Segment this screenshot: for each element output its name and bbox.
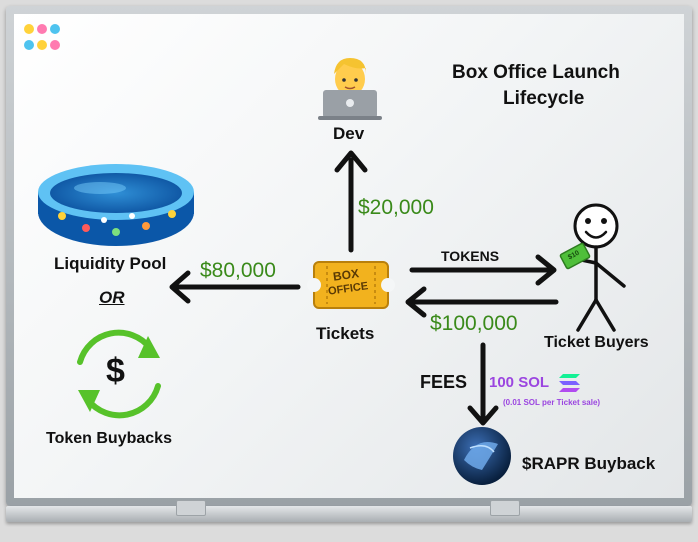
tickets-label: Tickets <box>316 324 375 343</box>
fees-label: FEES <box>420 372 468 392</box>
liquidity-pool-icon <box>38 164 194 246</box>
dev-amount: $20,000 <box>358 196 434 219</box>
token-buybacks-label: Token Buybacks <box>46 430 172 447</box>
magnets-row-top <box>24 24 60 34</box>
tray-clip-left <box>176 500 206 516</box>
dollar-sign-icon: $ <box>106 352 125 390</box>
rapr-buyback-label: $RAPR Buyback <box>522 454 656 473</box>
pool-amount: $80,000 <box>200 259 276 282</box>
fees-note: (0.01 SOL per Ticket sale) <box>503 398 601 407</box>
solana-icon <box>559 374 580 392</box>
liquidity-pool-label: Liquidity Pool <box>54 254 167 273</box>
magnets-row-bottom <box>24 40 60 50</box>
rapr-token-icon <box>453 427 511 485</box>
dev-label: Dev <box>333 124 365 143</box>
ticket-buyer-figure <box>559 203 626 332</box>
arrow-to-pool <box>169 270 301 304</box>
buyback-cycle-icon <box>77 329 161 419</box>
box-office-ticket-icon <box>307 261 395 309</box>
or-label: OR <box>99 288 125 307</box>
arrow-tokens-to-buyers <box>409 254 557 286</box>
ticket-buyers-label: Ticket Buyers <box>544 334 649 351</box>
fees-amount: 100 SOL <box>489 374 550 391</box>
arrow-to-dev <box>334 150 368 253</box>
buyers-amount: $100,000 <box>430 312 518 335</box>
diagram-title-line1: Box Office Launch <box>452 62 620 83</box>
diagram-title-line2: Lifecycle <box>503 88 585 109</box>
tokens-label: TOKENS <box>441 248 500 264</box>
tray-clip-right <box>490 500 520 516</box>
dev-laptop-icon <box>318 58 382 120</box>
arrow-money-to-tickets <box>405 286 559 318</box>
arrow-fees-to-buyback <box>467 342 499 426</box>
